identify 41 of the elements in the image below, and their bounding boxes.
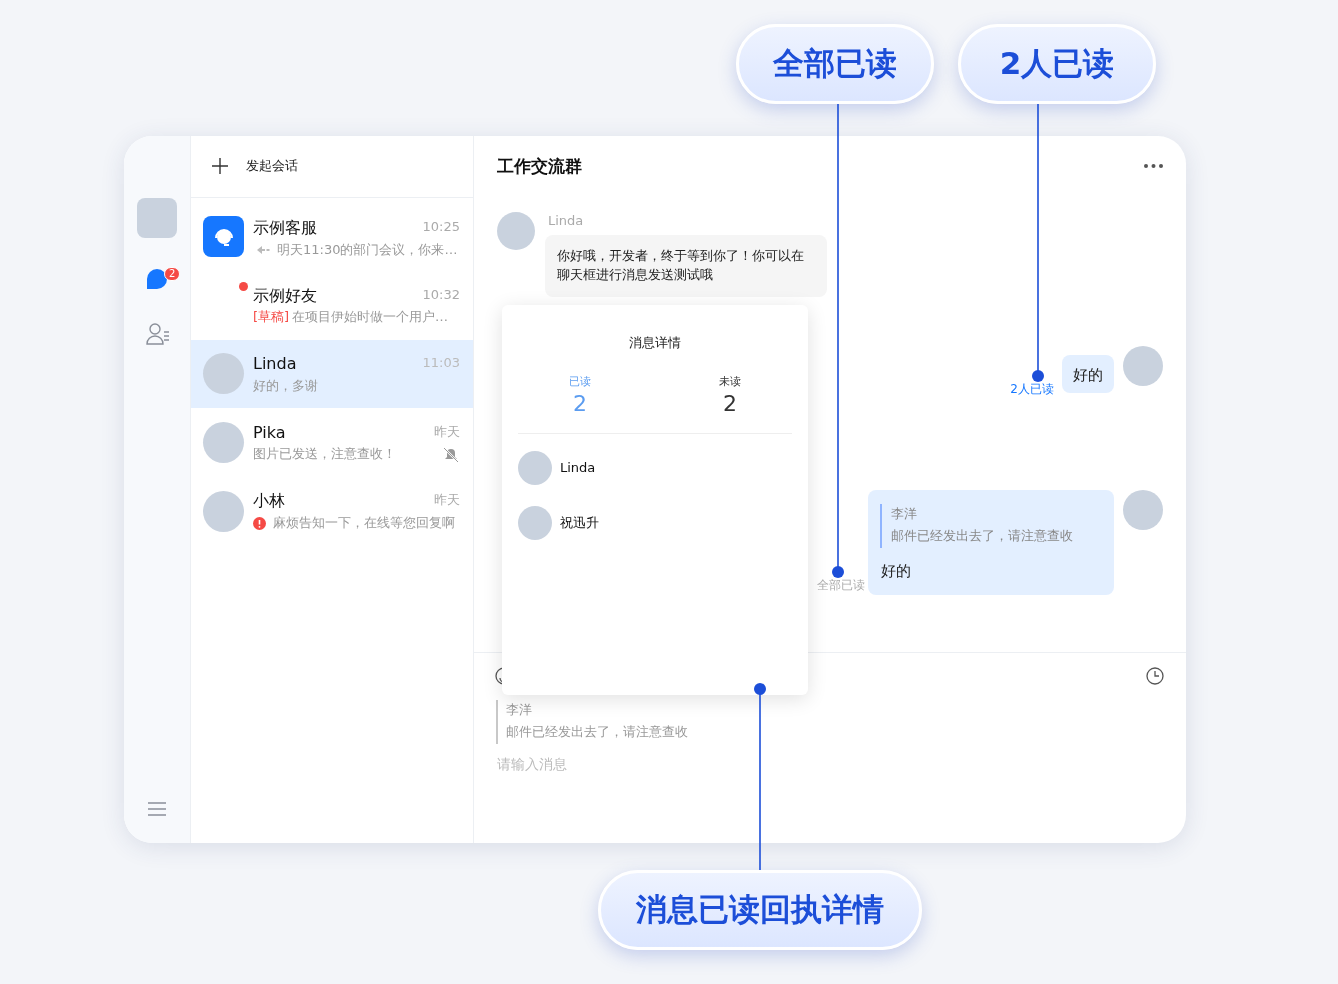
unread-count: 2 bbox=[722, 391, 738, 418]
chat-name: Pika bbox=[253, 423, 286, 443]
read-status: 全部已读 bbox=[814, 578, 868, 594]
member-name: Linda bbox=[560, 460, 596, 476]
chat-name: 示例好友 bbox=[253, 286, 317, 306]
chat-name: 小林 bbox=[253, 491, 285, 511]
popup-title: 消息详情 bbox=[628, 335, 682, 351]
leader-line bbox=[1032, 103, 1044, 382]
callout-bubble: 2人已读 bbox=[958, 24, 1156, 104]
chat-title: 工作交流群 bbox=[497, 156, 582, 177]
timestamp: 10:25 bbox=[422, 219, 460, 235]
message-bubble: 你好哦，开发者，终于等到你了！你可以在聊天框进行消息发送测试哦 bbox=[545, 235, 827, 297]
leader-line bbox=[754, 683, 766, 871]
message-preview: 好的，多谢 bbox=[253, 378, 318, 394]
quoted-sender: 李洋 bbox=[891, 506, 917, 522]
timestamp: 昨天 bbox=[434, 492, 460, 508]
chat-name: Linda bbox=[253, 354, 297, 374]
tab-label: 已读 bbox=[568, 375, 592, 389]
draft-tag: [草稿] bbox=[253, 309, 290, 325]
tab-label: 未读 bbox=[718, 375, 742, 389]
quoted-message: 邮件已经发出去了，请注意查收 bbox=[891, 528, 1073, 544]
chat-name: 示例客服 bbox=[253, 218, 317, 238]
message-preview: 图片已发送，注意查收！ bbox=[253, 446, 396, 462]
member-name: 祝迅升 bbox=[560, 515, 599, 531]
leader-line bbox=[832, 103, 844, 578]
callout-bubble: 消息已读回执详情 bbox=[598, 870, 922, 950]
message-preview: 明天11:30的部门会议，你来… bbox=[277, 242, 458, 258]
message-bubble: 好的 bbox=[1062, 355, 1114, 393]
read-count: 2 bbox=[572, 391, 588, 418]
timestamp: 11:03 bbox=[422, 355, 460, 371]
read-status: 2人已读 bbox=[1008, 382, 1056, 398]
quoted-message: 邮件已经发出去了，请注意查收 bbox=[506, 724, 688, 740]
action-label: 发起会话 bbox=[246, 158, 298, 174]
message-text: 好的 bbox=[881, 562, 911, 580]
input-field: 请输入消息 bbox=[497, 756, 1157, 816]
message-bubble bbox=[868, 490, 1114, 595]
timestamp: 昨天 bbox=[434, 424, 460, 440]
sender-name: Linda bbox=[548, 213, 584, 229]
callout-bubble: 全部已读 bbox=[736, 24, 934, 104]
message-detail-popup bbox=[502, 305, 808, 695]
timestamp: 10:32 bbox=[422, 287, 460, 303]
